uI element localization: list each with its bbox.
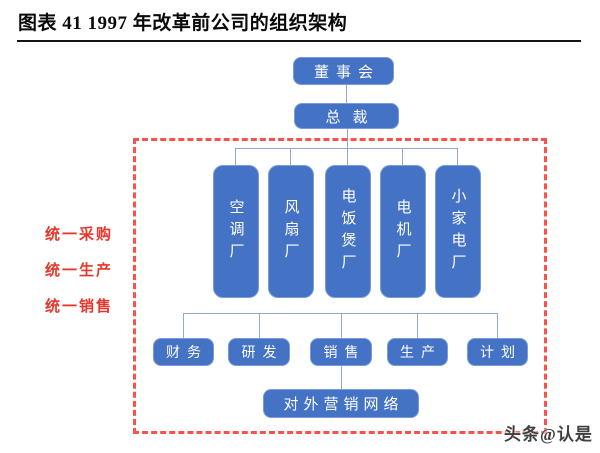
connector-line [341, 366, 342, 389]
connector-line [497, 313, 498, 338]
connector-line [183, 313, 184, 338]
connector-line [290, 149, 291, 165]
org-box-dept-finance: 财务 [153, 338, 214, 366]
connector-line [183, 313, 498, 314]
side-label-unified-sales: 统一销售 [45, 299, 114, 315]
side-label-unified-procurement: 统一采购 [45, 227, 114, 243]
connector-line [457, 149, 458, 165]
org-box-factory-motor: 电机厂 [380, 165, 426, 298]
org-box-marketing-network: 对外营销网络 [263, 389, 419, 418]
connector-line [347, 129, 348, 165]
title-underline [17, 40, 581, 42]
figure-title: 图表 41 1997 年改革前公司的组织架构 [18, 13, 348, 34]
connector-line [235, 149, 236, 165]
connector-line [417, 313, 418, 338]
org-box-factory-small-appliance: 小家电厂 [435, 165, 481, 298]
org-box-factory-air-conditioner: 空调厂 [213, 165, 259, 298]
connector-line [341, 313, 342, 338]
org-box-dept-production: 生产 [387, 338, 448, 366]
org-box-dept-planning: 计划 [467, 338, 528, 366]
side-label-unified-production: 统一生产 [45, 263, 114, 279]
org-box-president: 总裁 [294, 103, 399, 129]
connector-line [259, 313, 260, 338]
org-box-dept-sales: 销售 [310, 338, 372, 366]
org-box-factory-fan: 风扇厂 [268, 165, 314, 298]
connector-line [346, 85, 347, 103]
org-box-factory-rice-cooker: 电饭煲厂 [325, 165, 371, 298]
watermark: 头条@认是 [504, 425, 593, 444]
side-labels: 统一采购 统一生产 统一销售 [45, 228, 113, 336]
connector-line [402, 149, 403, 165]
org-box-board: 董事会 [293, 57, 394, 85]
connector-line [235, 148, 458, 149]
org-box-dept-rnd: 研发 [228, 338, 290, 366]
dashed-frame [133, 138, 547, 434]
